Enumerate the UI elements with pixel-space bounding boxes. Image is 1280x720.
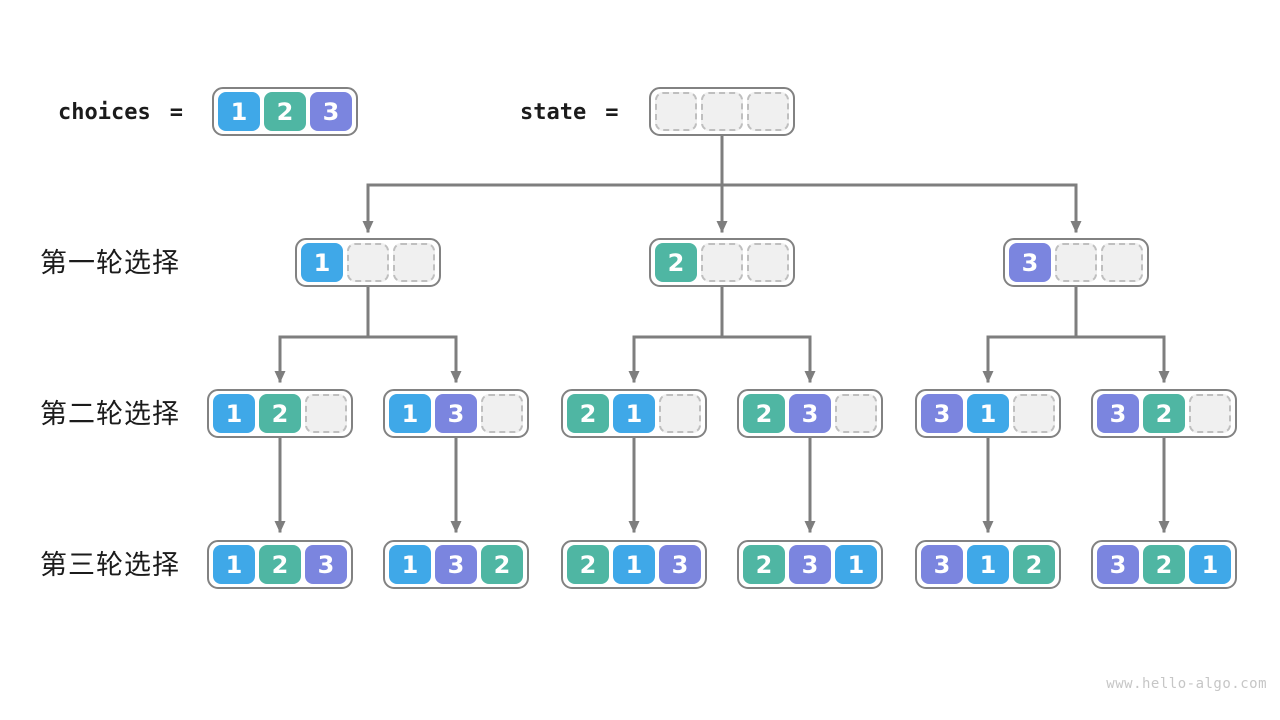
array-cell-1: 1 [213, 394, 255, 433]
array-cell-3: 3 [435, 545, 477, 584]
tree-node-r1-2: 2 [649, 238, 795, 287]
array-cell-empty [1189, 394, 1231, 433]
array-cell-empty [1055, 243, 1097, 282]
watermark: www.hello-algo.com [1106, 676, 1267, 692]
array-cell-2: 2 [655, 243, 697, 282]
array-cell-empty [305, 394, 347, 433]
array-cell-empty [1101, 243, 1143, 282]
array-cell-empty [481, 394, 523, 433]
array-cell-3: 3 [921, 545, 963, 584]
array-cell-2: 2 [743, 545, 785, 584]
tree-node-r1-3: 3 [1003, 238, 1149, 287]
state-array [649, 87, 795, 136]
array-cell-3: 3 [310, 92, 352, 131]
array-cell-empty [347, 243, 389, 282]
array-cell-2: 2 [259, 394, 301, 433]
state-label: state [520, 99, 587, 125]
tree-node-r1-1: 1 [295, 238, 441, 287]
array-cell-2: 2 [567, 545, 609, 584]
choices-label: choices [58, 99, 151, 125]
array-cell-1: 1 [967, 394, 1009, 433]
array-cell-3: 3 [789, 394, 831, 433]
row-label-round-3: 第三轮选择 [40, 550, 180, 580]
array-cell-1: 1 [389, 545, 431, 584]
array-cell-1: 1 [389, 394, 431, 433]
array-cell-1: 1 [213, 545, 255, 584]
array-cell-3: 3 [921, 394, 963, 433]
array-cell-2: 2 [1143, 545, 1185, 584]
equals-sign: = [605, 99, 619, 125]
array-cell-2: 2 [481, 545, 523, 584]
array-cell-1: 1 [218, 92, 260, 131]
array-cell-2: 2 [567, 394, 609, 433]
equals-sign: = [169, 99, 183, 125]
array-cell-3: 3 [435, 394, 477, 433]
array-cell-empty [655, 92, 697, 131]
array-cell-1: 1 [613, 394, 655, 433]
array-cell-2: 2 [1013, 545, 1055, 584]
array-cell-empty [701, 243, 743, 282]
array-cell-3: 3 [305, 545, 347, 584]
array-cell-3: 3 [1097, 545, 1139, 584]
array-cell-3: 3 [1009, 243, 1051, 282]
array-cell-empty [747, 92, 789, 131]
array-cell-empty [701, 92, 743, 131]
array-cell-empty [659, 394, 701, 433]
array-cell-empty [1013, 394, 1055, 433]
array-cell-1: 1 [967, 545, 1009, 584]
array-cell-1: 1 [835, 545, 877, 584]
array-cell-1: 1 [301, 243, 343, 282]
array-cell-3: 3 [659, 545, 701, 584]
array-cell-2: 2 [264, 92, 306, 131]
row-label-round-2: 第二轮选择 [40, 399, 180, 429]
array-cell-1: 1 [1189, 545, 1231, 584]
choices-label-group: choices = [58, 98, 183, 126]
array-cell-empty [393, 243, 435, 282]
array-cell-2: 2 [1143, 394, 1185, 433]
array-cell-3: 3 [789, 545, 831, 584]
array-cell-3: 3 [1097, 394, 1139, 433]
array-cell-2: 2 [743, 394, 785, 433]
array-cell-1: 1 [613, 545, 655, 584]
array-cell-empty [747, 243, 789, 282]
row-label-round-1: 第一轮选择 [40, 248, 180, 278]
state-label-group: state = [520, 98, 618, 126]
array-cell-2: 2 [259, 545, 301, 584]
array-cell-empty [835, 394, 877, 433]
